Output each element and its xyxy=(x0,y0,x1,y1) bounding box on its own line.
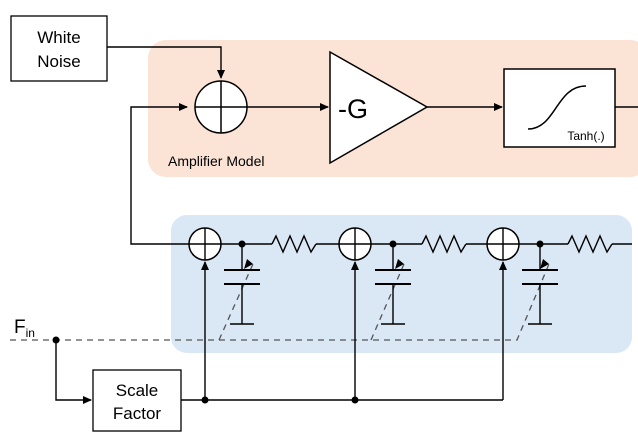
line-section-1 xyxy=(188,227,339,325)
section-3-varactor xyxy=(522,244,558,325)
scale-factor-label-line2: Factor xyxy=(113,404,162,423)
white-noise-block: White Noise xyxy=(10,15,108,82)
varactor-arrow-icon-3 xyxy=(540,259,549,269)
feedback-wire xyxy=(130,103,189,245)
tanh-curve-icon xyxy=(527,85,587,130)
scale-factor-block: Scale Factor xyxy=(92,369,182,432)
amplifier-model-label: Amplifier Model xyxy=(168,153,264,169)
main-summing-junction xyxy=(194,80,248,134)
line-section-2 xyxy=(338,227,487,325)
white-noise-label-line1: White xyxy=(37,28,80,47)
section-3-resistor xyxy=(567,234,613,254)
section-1-varactor xyxy=(224,244,260,325)
gain-block: -G xyxy=(329,50,429,165)
section-1-resistor xyxy=(271,234,317,254)
fin-label: Fin xyxy=(14,317,35,340)
fin-dashed-branch-2 xyxy=(370,263,405,341)
scale-factor-label-line1: Scale xyxy=(116,381,159,400)
fin-dashed-branch-1 xyxy=(218,263,254,341)
varactor-arrow-icon-1 xyxy=(244,259,253,269)
fin-to-scale-wire xyxy=(55,340,92,404)
section-2-varactor xyxy=(375,244,411,325)
gain-label: -G xyxy=(338,94,368,124)
tanh-block: Tanh(.) xyxy=(503,68,616,148)
tanh-label: Tanh(.) xyxy=(567,129,604,143)
line-section-3 xyxy=(486,227,632,325)
white-noise-label-line2: Noise xyxy=(37,52,80,71)
noise-wire xyxy=(107,46,225,79)
section-2-resistor xyxy=(421,234,467,254)
varactor-arrow-icon-2 xyxy=(395,259,404,269)
fin-dashed-line xyxy=(10,263,550,341)
